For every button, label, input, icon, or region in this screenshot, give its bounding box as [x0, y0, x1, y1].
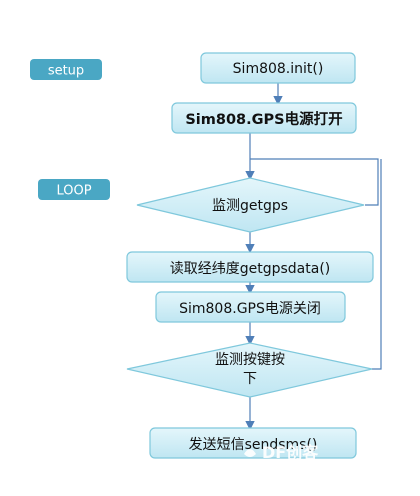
- connector-loop-back-key: [372, 159, 382, 370]
- watermark-text: DF创客: [262, 443, 319, 462]
- node-detect-key: 监测按键按 下: [126, 342, 373, 398]
- node-detect-getgps-label: 监测getgps: [212, 198, 288, 214]
- node-gps-power-off: Sim808.GPS电源关闭: [155, 291, 346, 323]
- node-send-sms: 发送短信sendsms(): [149, 427, 357, 459]
- node-read-latlon: 读取经纬度getgpsdata(): [126, 251, 374, 283]
- node-detect-getgps: 监测getgps: [136, 177, 365, 233]
- node-init-label: Sim808.init(): [233, 61, 324, 77]
- node-detect-key-label-line1: 监测按键按: [215, 352, 285, 368]
- node-init: Sim808.init(): [200, 52, 356, 84]
- setup-badge: setup: [30, 59, 102, 80]
- watermark: DF创客: [244, 443, 319, 462]
- node-detect-key-label-line2: 下: [243, 371, 257, 387]
- setup-label: setup: [48, 64, 84, 79]
- node-read-latlon-label: 读取经纬度getgpsdata(): [170, 260, 331, 277]
- loop-label: LOOP: [56, 184, 91, 199]
- node-gps-power-on-label: Sim808.GPS电源打开: [185, 110, 343, 128]
- connector-loop-back-detect: [250, 158, 379, 206]
- node-gps-power-on: Sim808.GPS电源打开: [171, 102, 357, 134]
- loop-badge: LOOP: [38, 179, 110, 200]
- node-gps-power-off-label: Sim808.GPS电源关闭: [179, 301, 321, 317]
- node-send-sms-label: 发送短信sendsms(): [189, 437, 318, 453]
- watermark-logo-icon: [244, 449, 256, 457]
